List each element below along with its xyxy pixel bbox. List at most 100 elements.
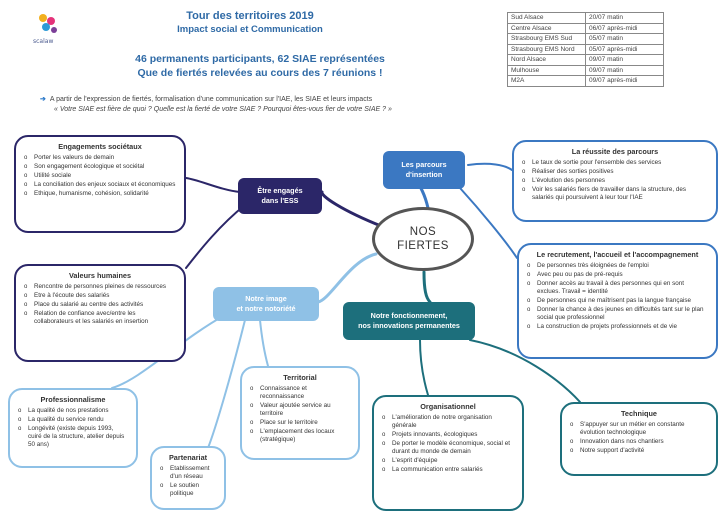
list-item: S'appuyer sur un métier en constante évo… [570, 421, 708, 437]
schedule-place: Mulhouse [507, 64, 586, 76]
box-technique-title: Technique [621, 409, 657, 418]
list-item: L'emplacement des locaux (stratégique) [250, 428, 350, 444]
box-territorial-title: Territorial [283, 373, 317, 382]
box-territorial-list: Connaissance et reconnaissanceValeur ajo… [250, 385, 350, 444]
list-item: L'amélioration de notre organisation gén… [382, 414, 514, 430]
box-valeurs-list: Rencontre de personnes pleines de ressou… [24, 283, 176, 326]
list-item: Valeur ajoutée service au territoire [250, 402, 350, 418]
box-territorial: Territorial Connaissance et reconnaissan… [240, 366, 360, 460]
list-item: De personnes très éloignées de l'emploi [527, 262, 708, 270]
box-recrutement: Le recrutement, l'accueil et l'accompagn… [517, 243, 718, 359]
list-item: Projets innovants, écologiques [382, 431, 514, 439]
node-engages-line1: Être engagés [257, 186, 303, 195]
schedule-place: M2A [507, 75, 586, 87]
list-item: La qualité de nos prestations [18, 407, 128, 415]
box-valeurs-title: Valeurs humaines [68, 271, 132, 280]
schedule-date: 05/07 matin [585, 33, 664, 45]
list-item: Donner accès au travail à des personnes … [527, 280, 708, 296]
box-partenariat-list: Etablissement d'un réseauLe soutien poli… [160, 465, 216, 498]
node-fonctionnement-line2: nos innovations permanentes [358, 321, 460, 330]
node-fonctionnement-line1: Notre fonctionnement, [370, 311, 448, 320]
center-line2: FIERTES [397, 240, 449, 252]
list-item: Utilité sociale [24, 172, 176, 180]
box-recrutement-list: De personnes très éloignées de l'emploiA… [527, 262, 708, 331]
box-engagements-title: Engagements sociétaux [58, 142, 142, 151]
list-item: La communication entre salariés [382, 466, 514, 474]
list-item: De porter le modèle économique, social e… [382, 440, 514, 456]
page-subtitle: 46 permanents participants, 62 SIAE repr… [110, 52, 410, 80]
schedule-date: 05/07 après-midi [585, 43, 664, 55]
intro-text: ➔A partir de l'expression de fiertés, fo… [40, 95, 520, 115]
node-personnes-line2: d'insertion [405, 170, 443, 179]
list-item: Réaliser des sorties positives [522, 168, 708, 176]
schedule-place: Sud Alsace [507, 12, 586, 24]
schedule-date: 09/07 après-midi [585, 75, 664, 87]
list-item: Rencontre de personnes pleines de ressou… [24, 283, 176, 291]
link-image [316, 252, 378, 304]
link-fonction-organisationnel [419, 339, 429, 396]
center-node: NOS FIERTES [372, 207, 474, 271]
box-professionnalisme: Professionnalisme La qualité de nos pres… [8, 388, 138, 468]
box-professionnalisme-list: La qualité de nos prestationsLa qualité … [18, 407, 128, 449]
schedule-date: 09/07 matin [585, 64, 664, 76]
box-partenariat: Partenariat Etablissement d'un réseauLe … [150, 446, 226, 510]
node-image-line2: et notre notoriété [236, 304, 296, 313]
list-item: Relation de confiance avec/entre les col… [24, 310, 176, 326]
node-engages: Être engagés dans l'ESS [238, 178, 322, 214]
title-line2: Impact social et Communication [177, 24, 323, 35]
box-recrutement-title: Le recrutement, l'accueil et l'accompagn… [536, 250, 699, 259]
box-reussite-list: Le taux de sortie pour l'ensemble des se… [522, 159, 708, 202]
list-item: Innovation dans nos chantiers [570, 438, 708, 446]
box-technique-list: S'appuyer sur un métier en constante évo… [570, 421, 708, 455]
box-technique: Technique S'appuyer sur un métier en con… [560, 402, 718, 476]
link-image-partenariat [207, 319, 246, 449]
box-reussite: La réussite des parcours Le taux de sort… [512, 140, 718, 222]
list-item: Donner la chance à des jeunes en difficu… [527, 306, 708, 322]
schedule-date: 09/07 matin [585, 54, 664, 66]
intro-line2: « Votre SIAE est fière de quoi ? Quelle … [54, 106, 392, 113]
list-item: Le taux de sortie pour l'ensemble des se… [522, 159, 708, 167]
list-item: L'esprit d'équipe [382, 457, 514, 465]
link-engages [320, 190, 388, 230]
box-organisationnel-list: L'amélioration de notre organisation gén… [382, 414, 514, 474]
list-item: Connaissance et reconnaissance [250, 385, 350, 401]
title-line1: Tour des territoires 2019 [186, 10, 314, 22]
list-item: Son engagement écologique et sociétal [24, 163, 176, 171]
arrow-right-icon: ➔ [40, 96, 46, 103]
logo-text: scalaw [33, 38, 54, 45]
subtitle-line2: Que de fiertés relevées au cours des 7 r… [137, 67, 383, 79]
list-item: Etre à l'écoute des salariés [24, 292, 176, 300]
box-engagements-list: Porter les valeurs de demainSon engageme… [24, 154, 176, 198]
list-item: La construction de projets professionnel… [527, 323, 708, 331]
box-organisationnel-title: Organisationnel [420, 402, 476, 411]
schedule-date: 20/07 matin [585, 12, 664, 24]
link-fonction [422, 270, 432, 304]
list-item: Etablissement d'un réseau [160, 465, 216, 481]
node-image-line1: Notre image [245, 294, 287, 303]
box-professionnalisme-title: Professionnalisme [40, 395, 106, 404]
list-item: L'évolution des personnes [522, 177, 708, 185]
list-item: Avec peu ou pas de pré-requis [527, 271, 708, 279]
page-title: Tour des territoires 2019 Impact social … [120, 10, 380, 36]
center-line1: NOS [409, 226, 437, 238]
scalaw-logo [39, 14, 57, 33]
list-item: Porter les valeurs de demain [24, 154, 176, 162]
box-reussite-title: La réussite des parcours [571, 147, 659, 156]
schedule-place: Centre Alsace [507, 22, 586, 34]
box-partenariat-title: Partenariat [168, 453, 208, 462]
list-item: Place sur le territoire [250, 419, 350, 427]
box-organisationnel: Organisationnel L'amélioration de notre … [372, 395, 524, 511]
list-item: Voir les salariés fiers de travailler da… [522, 186, 708, 202]
link-personnes-recrutement [459, 187, 518, 259]
list-item: De personnes qui ne maîtrisent pas la la… [527, 297, 708, 305]
node-image: Notre image et notre notoriété [213, 287, 319, 321]
link-image-territorial [259, 319, 269, 367]
schedule-place: Strasbourg EMS Sud [507, 33, 586, 45]
schedule-date: 06/07 après-midi [585, 22, 664, 34]
